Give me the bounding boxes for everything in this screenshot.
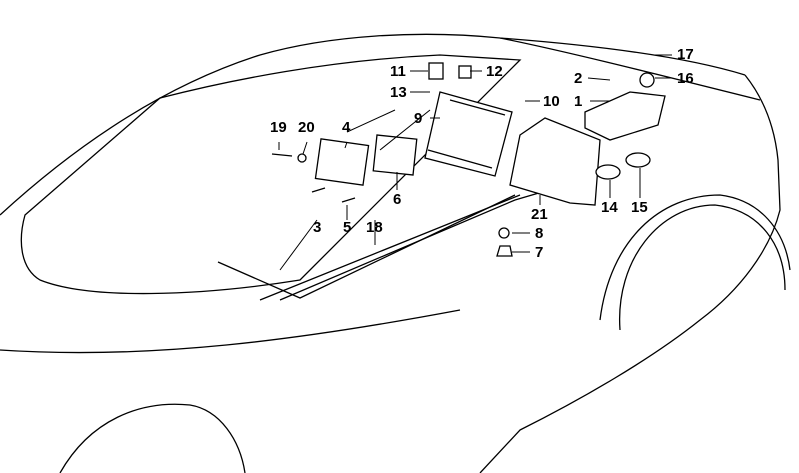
- part-speaker-15: [625, 152, 651, 168]
- part-label-8[interactable]: 8: [535, 225, 544, 242]
- part-label-3[interactable]: 3: [313, 219, 322, 236]
- part-label-11[interactable]: 11: [390, 63, 406, 80]
- part-label-15[interactable]: 15: [631, 199, 648, 216]
- part-label-14[interactable]: 14: [601, 199, 618, 216]
- part-label-7[interactable]: 7: [535, 244, 544, 261]
- part-label-5[interactable]: 5: [343, 219, 352, 236]
- part-16: [639, 72, 655, 88]
- part-cable-18: [217, 194, 516, 299]
- part-amplifier-4: [314, 138, 370, 186]
- part-11: [428, 62, 444, 80]
- part-box-21: [509, 117, 601, 206]
- part-speaker-14: [595, 164, 621, 180]
- part-7: [496, 245, 513, 257]
- part-label-13[interactable]: 13: [390, 84, 407, 101]
- rear-wheel-arch: [599, 194, 791, 321]
- front-wheel-arch: [59, 403, 246, 473]
- part-bracket-9-detail: [427, 99, 506, 169]
- rear-wheel: [619, 204, 786, 331]
- part-8: [498, 227, 510, 239]
- windshield: [20, 54, 522, 295]
- part-label-10[interactable]: 10: [543, 93, 560, 110]
- door-line: [0, 309, 461, 354]
- part-screw-19: [271, 153, 293, 157]
- part-label-18[interactable]: 18: [366, 219, 383, 236]
- part-label-9[interactable]: 9: [414, 110, 423, 127]
- part-label-20[interactable]: 20: [298, 119, 315, 136]
- part-screw-3: [311, 187, 326, 193]
- car-roof-line: [0, 33, 746, 216]
- part-speaker-box-1: [584, 91, 666, 141]
- part-module-6: [372, 134, 418, 176]
- shelf-line: [259, 194, 521, 301]
- leader-lines: [278, 54, 672, 271]
- part-label-21[interactable]: 21: [531, 206, 548, 223]
- part-label-1[interactable]: 1: [574, 93, 583, 110]
- part-20: [297, 153, 307, 163]
- part-label-19[interactable]: 19: [270, 119, 287, 136]
- part-12: [458, 65, 472, 79]
- part-label-12[interactable]: 12: [486, 63, 503, 80]
- part-label-17[interactable]: 17: [677, 46, 694, 63]
- rear-window-edge: [499, 37, 761, 101]
- part-label-6[interactable]: 6: [393, 191, 402, 208]
- part-label-16[interactable]: 16: [677, 70, 694, 87]
- part-screw-5: [341, 197, 356, 203]
- rear-body: [479, 74, 781, 473]
- part-label-4[interactable]: 4: [342, 119, 351, 136]
- part-label-2[interactable]: 2: [574, 70, 583, 87]
